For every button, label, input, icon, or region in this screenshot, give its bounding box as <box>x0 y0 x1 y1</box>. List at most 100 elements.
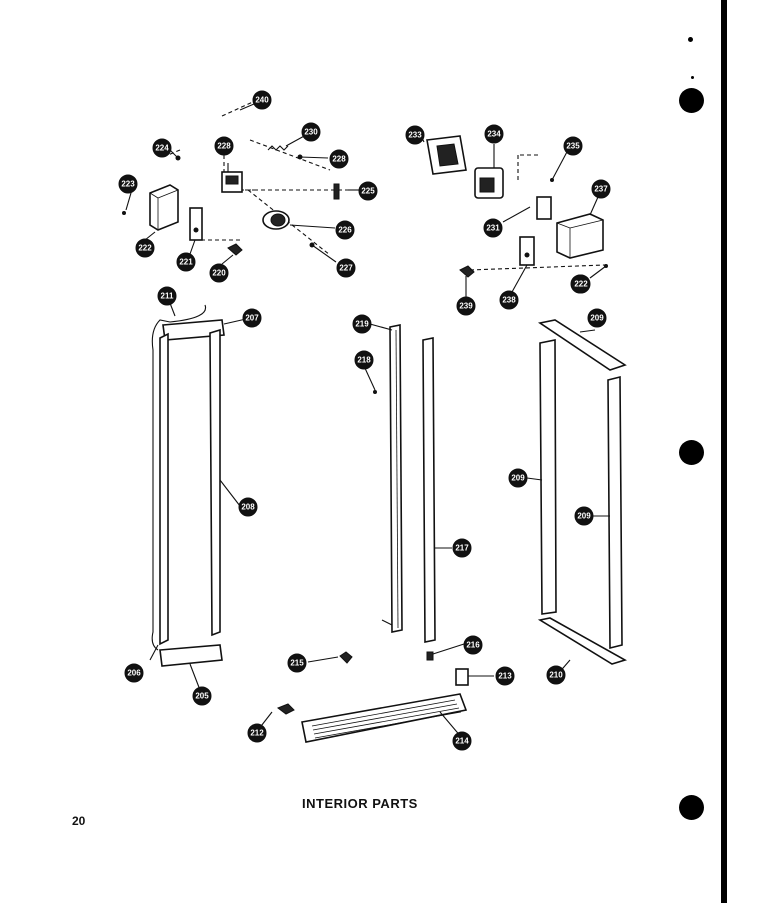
callout-label: 224 <box>155 144 169 153</box>
clip-212 <box>276 703 295 715</box>
pad-213 <box>455 668 469 686</box>
callout-label: 238 <box>502 296 516 305</box>
callout-label: 219 <box>355 320 369 329</box>
callout-205: 205 <box>192 686 212 706</box>
binder-hole-1 <box>679 88 704 113</box>
rail-210 <box>537 617 628 665</box>
callout-209: 209 <box>587 308 607 328</box>
bracket-221 <box>189 207 203 241</box>
bracket-231 <box>536 196 552 220</box>
callout-label: 223 <box>121 180 135 189</box>
bracket-238 <box>519 236 535 266</box>
control-assembly-right <box>426 135 608 278</box>
callout-227: 227 <box>336 258 356 278</box>
callout-222: 222 <box>571 274 591 294</box>
rail-209-top <box>537 319 627 371</box>
callout-label: 227 <box>339 264 353 273</box>
center-mullion <box>339 324 469 686</box>
callout-225: 225 <box>358 181 378 201</box>
callout-label: 222 <box>138 244 152 253</box>
callout-label: 235 <box>566 142 580 151</box>
callout-label: 217 <box>455 544 469 553</box>
callout-label: 237 <box>594 185 608 194</box>
callout-217: 217 <box>452 538 472 558</box>
callout-label: 211 <box>161 292 174 301</box>
callout-label: 209 <box>590 314 604 323</box>
clip-220 <box>227 243 243 256</box>
diagram-title: INTERIOR PARTS <box>302 796 418 811</box>
callout-230: 230 <box>301 122 321 142</box>
callout-228: 228 <box>214 136 234 156</box>
callout-216: 216 <box>463 635 483 655</box>
callout-211: 211 <box>157 286 177 306</box>
callout-label: 234 <box>487 130 501 139</box>
callout-231: 231 <box>483 218 503 238</box>
pin-225 <box>333 183 340 200</box>
callout-215: 215 <box>287 653 307 673</box>
box-237 <box>556 213 604 259</box>
callout-209: 209 <box>574 506 594 526</box>
callout-214: 214 <box>452 731 472 751</box>
frame-right <box>537 319 628 665</box>
callout-label: 230 <box>304 128 318 137</box>
bottom-grille <box>276 693 468 743</box>
binder-hole-3 <box>679 795 704 820</box>
screw-218 <box>373 390 377 394</box>
callout-212: 212 <box>247 723 267 743</box>
control-assembly-left <box>122 100 350 256</box>
strip-208 <box>209 328 221 637</box>
callout-label: 214 <box>455 737 469 746</box>
callout-label: 210 <box>549 671 563 680</box>
callout-label: 220 <box>212 269 226 278</box>
callout-label: 213 <box>498 672 512 681</box>
callout-237: 237 <box>591 179 611 199</box>
callout-label: 216 <box>466 641 480 650</box>
box-222 <box>149 184 179 231</box>
callout-label: 218 <box>357 356 371 365</box>
binder-hole-top-tiny <box>691 76 694 79</box>
strip-209-right <box>607 375 623 650</box>
strip-209-left <box>539 339 557 615</box>
callout-240: 240 <box>252 90 272 110</box>
callout-207: 207 <box>242 308 262 328</box>
callout-234: 234 <box>484 124 504 144</box>
rail-205 <box>159 644 223 667</box>
callout-226: 226 <box>335 220 355 240</box>
callout-label: 233 <box>408 131 422 140</box>
page-number: 20 <box>72 814 86 828</box>
callout-218: 218 <box>354 350 374 370</box>
callout-label: 228 <box>217 142 231 151</box>
callout-228: 228 <box>329 149 349 169</box>
callout-219: 219 <box>352 314 372 334</box>
callout-label: 209 <box>511 474 525 483</box>
callout-222: 222 <box>135 238 155 258</box>
callout-220: 220 <box>209 263 229 283</box>
callout-label: 228 <box>332 155 346 164</box>
callout-label: 208 <box>241 503 255 512</box>
callout-213: 213 <box>495 666 515 686</box>
callout-bubbles: 240 230 228 224 228 223 225 222 221 220 226 227 233 2… <box>118 90 611 751</box>
spring-230 <box>267 145 289 151</box>
page-border-right <box>721 0 727 903</box>
callout-label: 205 <box>195 692 209 701</box>
clip-216 <box>426 651 434 661</box>
callout-label: 212 <box>250 729 264 738</box>
callout-206: 206 <box>124 663 144 683</box>
callout-233: 233 <box>405 125 425 145</box>
callout-224: 224 <box>152 138 172 158</box>
callout-label: 215 <box>290 659 304 668</box>
clip-239 <box>459 265 475 278</box>
callout-label: 221 <box>179 258 193 267</box>
callout-label: 240 <box>255 96 269 105</box>
callout-239: 239 <box>456 296 476 316</box>
frame-left <box>151 304 225 667</box>
callout-208: 208 <box>238 497 258 517</box>
callout-label: 222 <box>574 280 588 289</box>
callout-210: 210 <box>546 665 566 685</box>
callout-label: 209 <box>577 512 591 521</box>
callout-221: 221 <box>176 252 196 272</box>
screw-223 <box>122 211 126 215</box>
callout-235: 235 <box>563 136 583 156</box>
callout-209: 209 <box>508 468 528 488</box>
